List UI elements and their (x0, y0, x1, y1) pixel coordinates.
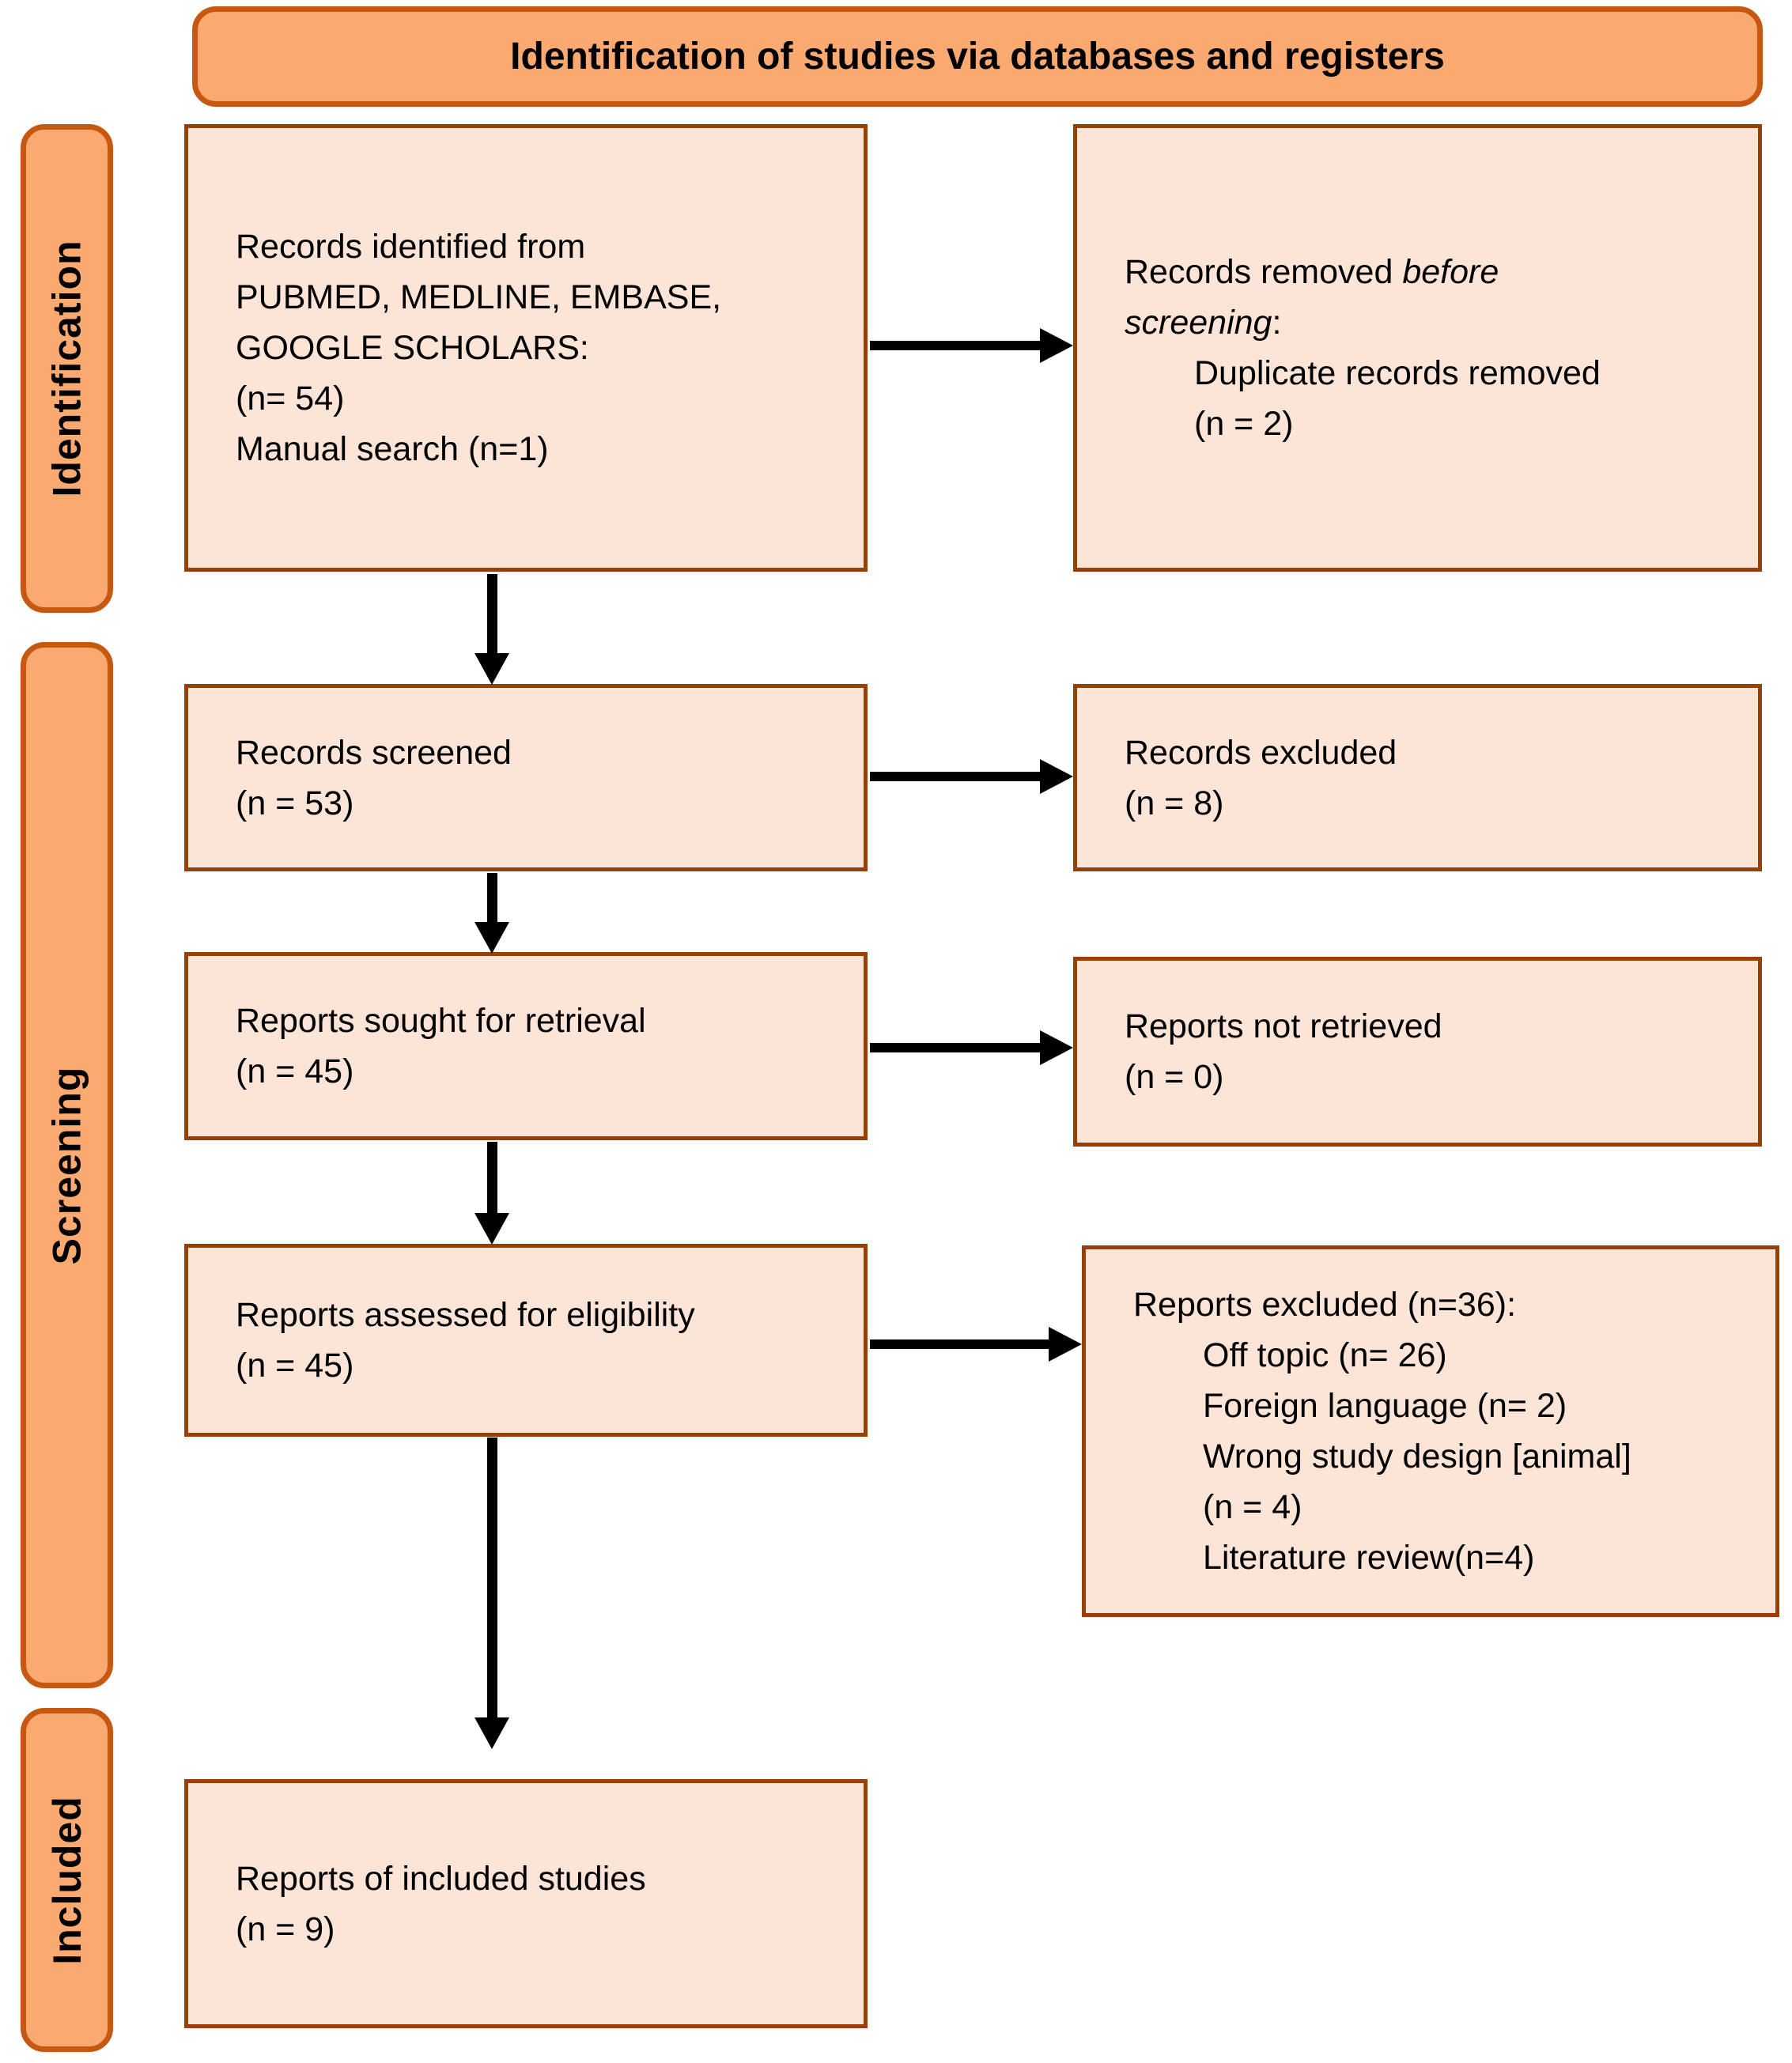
box-text-line: (n = 8) (1125, 784, 1224, 822)
box-text-line: Reports of included studies (236, 1859, 646, 1898)
box-reports-assessed: Reports assessed for eligibility (n = 45) (184, 1244, 868, 1437)
header-title: Identification of studies via databases … (510, 35, 1445, 77)
phase-label-screening-text: Screening (44, 1066, 89, 1264)
records-removed-line3: Duplicate records removed (1194, 354, 1601, 392)
box-text-line: Manual search (n=1) (236, 430, 549, 468)
box-text-line: Reports excluded (n=36): (1133, 1286, 1517, 1324)
arrow-down-head (474, 1213, 509, 1245)
arrow-down-head (474, 653, 509, 685)
arrow-right-head (1040, 328, 1073, 363)
box-text-line: Records identified from (236, 228, 586, 266)
box-text-line: Wrong study design [animal] (1203, 1438, 1631, 1475)
box-text-line: Reports not retrieved (1125, 1007, 1442, 1045)
arrow-stem (486, 873, 497, 922)
arrow-sought-to-assessed (474, 1142, 509, 1245)
arrow-down-head (474, 922, 509, 954)
arrow-stem (486, 1438, 497, 1717)
arrow-screened-to-sought (474, 873, 509, 954)
box-text-line: Records excluded (1125, 733, 1397, 772)
box-text-line: Off topic (n= 26) (1203, 1336, 1447, 1374)
phase-label-identification-text: Identification (44, 240, 89, 497)
arrow-assessed-to-included (474, 1438, 509, 1749)
box-text-line: (n = 4) (1203, 1488, 1302, 1526)
box-text-line: Reports sought for retrieval (236, 1002, 646, 1040)
arrow-right-head (1040, 1030, 1073, 1065)
box-text-line: Foreign language (n= 2) (1203, 1387, 1567, 1425)
box-records-removed: Records removed before screening: Duplic… (1073, 124, 1762, 572)
box-text-line: (n = 0) (1125, 1058, 1224, 1096)
arrow-stem (870, 1339, 1049, 1349)
box-text-line: (n = 45) (236, 1052, 354, 1090)
arrow-stem (486, 574, 497, 653)
records-removed-line1: Records removed before (1125, 253, 1499, 291)
box-text-line: (n= 54) (236, 380, 345, 418)
box-text-line: PUBMED, MEDLINE, EMBASE, (236, 278, 722, 316)
box-text-line: Records screened (236, 733, 512, 772)
box-records-excluded: Records excluded (n = 8) (1073, 684, 1762, 871)
arrow-identified-to-screened (474, 574, 509, 685)
arrow-stem (486, 1142, 497, 1213)
arrow-stem (870, 341, 1040, 350)
box-records-screened: Records screened (n = 53) (184, 684, 868, 871)
records-removed-line2: screening: (1125, 304, 1282, 342)
box-text-line: (n = 9) (236, 1910, 335, 1948)
header-banner: Identification of studies via databases … (192, 6, 1763, 107)
box-text-line: Literature review(n=4) (1203, 1539, 1535, 1577)
box-text-line: Reports assessed for eligibility (236, 1296, 695, 1334)
arrow-right-head (1049, 1327, 1082, 1362)
phase-label-included-text: Included (44, 1795, 89, 1965)
phase-label-included: Included (21, 1708, 113, 2052)
box-reports-included: Reports of included studies (n = 9) (184, 1779, 868, 2028)
box-reports-excluded-reasons: Reports excluded (n=36): Off topic (n= 26… (1082, 1245, 1779, 1617)
arrow-stem (870, 772, 1040, 781)
box-text-line: GOOGLE SCHOLARS: (236, 329, 589, 367)
records-removed-line4: (n = 2) (1194, 405, 1294, 443)
arrow-sought-to-not-retrieved (870, 1030, 1073, 1065)
box-text-line: (n = 53) (236, 784, 354, 822)
arrow-down-head (474, 1717, 509, 1749)
box-reports-sought: Reports sought for retrieval (n = 45) (184, 952, 868, 1140)
box-reports-not-retrieved: Reports not retrieved (n = 0) (1073, 957, 1762, 1147)
arrow-assessed-to-excluded-reasons (870, 1327, 1082, 1362)
arrow-stem (870, 1043, 1040, 1052)
arrow-right-head (1040, 759, 1073, 794)
box-text-line: (n = 45) (236, 1347, 354, 1385)
phase-label-screening: Screening (21, 642, 113, 1688)
arrow-identified-to-removed (870, 328, 1073, 363)
phase-label-identification: Identification (21, 124, 113, 613)
arrow-screened-to-excluded (870, 759, 1073, 794)
